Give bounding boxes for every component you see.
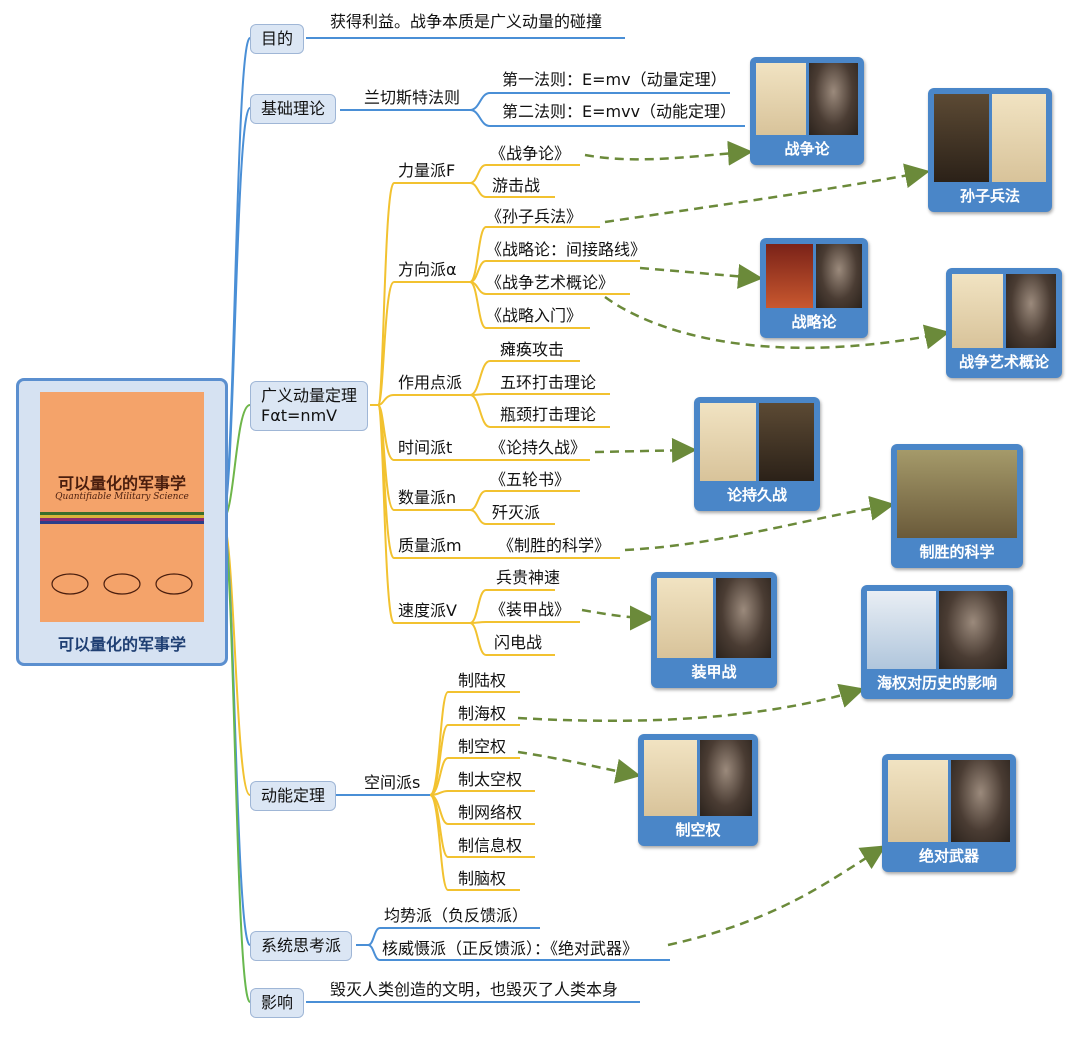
root-title: 可以量化的军事学 [57,635,186,654]
card-sunzi[interactable]: 孙子兵法 [928,88,1052,212]
book-cover-image [657,578,713,658]
photo-image [758,403,814,481]
point-item-2: 五环打击理论 [500,373,597,392]
first-law: 第一法则：E=mv（动量定理） [502,70,727,89]
card-label: 孙子兵法 [959,187,1020,205]
kinetic-item-3: 制空权 [458,737,507,756]
speed-item-3: 闪电战 [494,633,543,652]
kinetic-item-5: 制网络权 [458,803,523,822]
portrait-image [715,578,771,658]
kinetic-item-2: 制海权 [458,704,507,723]
card-label: 制胜的科学 [919,543,995,561]
kinetic-item-6: 制信息权 [458,836,523,855]
systems-item-2: 核威慑派（正反馈派）：《绝对武器》 [382,939,639,958]
kinetic-item-7: 制脑权 [458,869,507,888]
portrait-image [938,591,1007,669]
systems-item-1: 均势派（负反馈派） [384,906,529,925]
second-law: 第二法则：E=mvv（动能定理） [502,102,737,121]
card-zhisheng[interactable]: 制胜的科学 [891,444,1023,568]
portrait-image [808,63,858,135]
direction-item-4: 《战略入门》 [486,306,583,325]
direction-item-2: 《战略论：间接路线》 [486,240,647,259]
book-cover-image [766,244,813,308]
card-label: 制空权 [675,821,721,839]
branch-purpose[interactable]: 目的 [250,24,305,54]
speed-item-2: 《装甲战》 [490,600,571,619]
painting-image [897,450,1017,538]
quality-item-1: 《制胜的科学》 [498,536,611,555]
momentum-label-line1: 广义动量定理 [261,386,358,405]
book-cover-image [644,740,697,816]
root-cover-subtitle: Quantifiable Military Science [55,492,189,502]
school-time: 时间派t [398,438,453,457]
point-item-3: 瓶颈打击理论 [500,405,597,424]
manuscript-image [700,403,756,481]
card-label: 海权对历史的影响 [876,674,997,692]
card-zhanluelun[interactable]: 战略论 [760,238,868,338]
card-label: 战争艺术概论 [958,353,1049,371]
root-book-cover: 可以量化的军事学 Quantifiable Military Science [40,392,204,622]
card-zhanzhengyishu[interactable]: 战争艺术概论 [946,268,1062,378]
kinetic-item-4: 制太空权 [458,770,523,789]
school-direction: 方向派α [398,260,457,279]
time-item-1: 《论持久战》 [490,438,587,457]
purpose-text: 获得利益。战争本质是广义动量的碰撞 [330,12,603,31]
branch-kinetic[interactable]: 动能定理 [250,781,337,811]
card-haiquan[interactable]: 海权对历史的影响 [861,585,1013,699]
card-label: 论持久战 [726,486,787,504]
kinetic-item-1: 制陆权 [458,671,507,690]
card-zhikong[interactable]: 制空权 [638,734,758,846]
card-chijiu[interactable]: 论持久战 [694,397,820,511]
direction-item-1: 《孙子兵法》 [486,207,583,226]
bamboo-slips-image [934,94,989,182]
force-item-2: 游击战 [492,176,541,195]
number-item-2: 歼灭派 [492,503,541,522]
school-speed: 速度派V [398,601,457,620]
portrait-painting-image [991,94,1046,182]
card-label: 装甲战 [691,663,737,681]
portrait-image [815,244,862,308]
book-cover-image [952,274,1003,348]
point-item-1: 瘫痪攻击 [500,340,565,359]
school-force: 力量派F [398,161,456,180]
speed-item-1: 兵贵神速 [496,568,561,587]
root-cover-diagram [51,573,193,595]
branch-impact[interactable]: 影响 [250,988,305,1018]
card-label: 绝对武器 [918,847,979,865]
branch-momentum[interactable]: 广义动量定理 Fαt=nmV [250,381,369,431]
portrait-image [950,760,1010,842]
book-cover-image [756,63,806,135]
book-cover-image [867,591,936,669]
root-node[interactable]: 可以量化的军事学 Quantifiable Military Science 可… [16,378,228,666]
card-juedui[interactable]: 绝对武器 [882,754,1016,872]
school-quality: 质量派m [398,536,462,555]
portrait-image [699,740,752,816]
number-item-1: 《五轮书》 [490,470,571,489]
momentum-label-line2: Fαt=nmV [261,406,338,425]
force-item-1: 《战争论》 [490,144,571,163]
branch-basic-theory[interactable]: 基础理论 [250,94,337,124]
card-zhuangjia[interactable]: 装甲战 [651,572,777,688]
book-cover-image [888,760,948,842]
impact-text: 毁灭人类创造的文明，也毁灭了人类本身 [330,980,619,999]
card-zhanzhenglun[interactable]: 战争论 [750,57,864,165]
direction-item-3: 《战争艺术概论》 [486,273,615,292]
lanchester-law: 兰切斯特法则 [364,88,461,107]
branch-systems[interactable]: 系统思考派 [250,931,353,961]
root-cover-title: 可以量化的军事学 [57,474,186,493]
school-point: 作用点派 [398,373,463,392]
card-label: 战争论 [784,140,830,158]
school-number: 数量派n [398,488,457,507]
card-label: 战略论 [791,313,837,331]
root-cover-stripes [40,512,204,524]
space-school: 空间派s [364,773,421,792]
portrait-image [1005,274,1056,348]
